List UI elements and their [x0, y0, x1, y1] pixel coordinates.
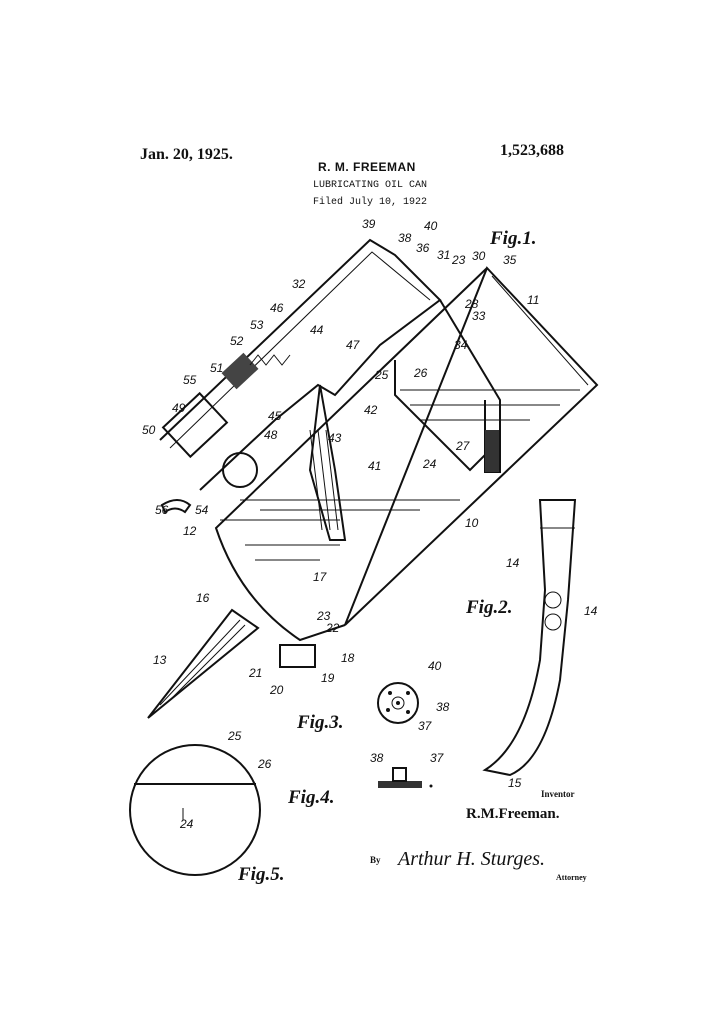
fig2-spout-detail: [482, 499, 577, 777]
spout: [147, 608, 260, 719]
fig4-label: 38: [370, 751, 384, 765]
fig5-section: [129, 744, 261, 876]
fig1-label: 20: [269, 683, 284, 697]
fig1-label: 23: [316, 609, 331, 623]
fig1-label: 30: [472, 249, 486, 263]
fig1-label: 22: [325, 621, 340, 635]
fig4-caption: Fig.4.: [287, 787, 334, 808]
fig1-label: 49: [172, 401, 186, 415]
fig1-label: 24: [422, 457, 437, 471]
filed-date: Filed July 10, 1922: [313, 197, 428, 208]
fig1-label: 35: [503, 253, 517, 267]
fig1-label: 11: [527, 293, 539, 307]
fig1-label: 50: [142, 423, 156, 437]
fig1-label: 46: [270, 301, 284, 315]
push-button: [160, 499, 192, 514]
can-body-right: [344, 266, 599, 626]
fig1-label: 18: [341, 651, 355, 665]
fig1-label: 43: [328, 431, 342, 445]
fig1-label: 40: [424, 219, 438, 233]
fig1-label: 44: [310, 323, 324, 337]
fig1-label: 21: [248, 666, 262, 680]
fig2-label: 14: [506, 556, 520, 570]
fig5-label: 25: [227, 729, 242, 743]
fig1-label: 36: [416, 241, 430, 255]
fig1-label: 16: [196, 591, 210, 605]
pump-tube: [308, 384, 347, 541]
fig1-label: 39: [362, 217, 376, 231]
fig1-label: 26: [413, 366, 428, 380]
fig2-label: 15: [508, 776, 522, 790]
fig1-label: 33: [472, 309, 486, 323]
fig1-label: 13: [153, 653, 167, 667]
fig3-label: 37: [418, 719, 433, 733]
attorney-caption: Attorney: [556, 873, 587, 882]
inventor-signature: R.M.Freeman.: [466, 806, 560, 822]
fig3-valve-disc: [377, 682, 419, 724]
attorney-signature: Arthur H. Sturges.: [398, 848, 546, 870]
fig5-label: 24: [179, 817, 194, 831]
fig1-label: 32: [292, 277, 306, 291]
fig1-label: 12: [183, 524, 197, 538]
fig2-caption: Fig.2.: [465, 597, 512, 618]
fig1-label: 38: [398, 231, 412, 245]
fig1-label: 19: [321, 671, 335, 685]
can-body-outline: [214, 267, 488, 642]
fig1-label: 10: [465, 516, 479, 530]
fig1-label: 27: [455, 439, 471, 453]
patent-number: 1,523,688: [500, 142, 564, 159]
fig1-label: 55: [183, 373, 197, 387]
fig1-label: 42: [364, 403, 378, 417]
fig5-label: 26: [257, 757, 272, 771]
fig1-label: 28: [464, 297, 479, 311]
fig1-label: 31: [437, 248, 450, 262]
fig1-caption: Fig.1.: [489, 228, 536, 249]
valve-cap: [279, 644, 316, 668]
patent-title: LUBRICATING OIL CAN: [313, 180, 428, 191]
fig4-label: 37: [430, 751, 445, 765]
by-label: By: [370, 855, 381, 865]
inner-chamber: [394, 360, 496, 472]
fig1-oil-can: [147, 238, 599, 719]
fig1-label: 54: [195, 503, 209, 517]
handle-tube: [159, 238, 442, 491]
fig1-label: 51: [210, 361, 223, 375]
fig3-label: 40: [428, 659, 442, 673]
fig1-label: 41: [368, 459, 381, 473]
finger-ring: [222, 452, 258, 488]
fig1-label: 48: [264, 428, 278, 442]
fig1-label: 47: [346, 338, 361, 352]
fig3-label: 38: [436, 700, 450, 714]
inventor-header: R. M. FREEMAN: [318, 160, 416, 174]
fig3-caption: Fig.3.: [296, 712, 343, 733]
fig1-label: 17: [313, 570, 328, 584]
patent-date: Jan. 20, 1925.: [140, 146, 233, 163]
fig1-label: 56: [155, 503, 169, 517]
fig5-caption: Fig.5.: [237, 864, 284, 885]
fig1-label: 53: [250, 318, 264, 332]
fig1-label: 45: [268, 409, 282, 423]
fig1-label: 25: [374, 368, 389, 382]
fig1-label: 52: [230, 334, 244, 348]
fig4-valve-side: [378, 767, 433, 788]
fig2-label: 14: [584, 604, 598, 618]
fig1-label: 34: [454, 338, 468, 352]
fig1-label: 23: [451, 253, 466, 267]
inventor-caption: Inventor: [541, 789, 575, 799]
